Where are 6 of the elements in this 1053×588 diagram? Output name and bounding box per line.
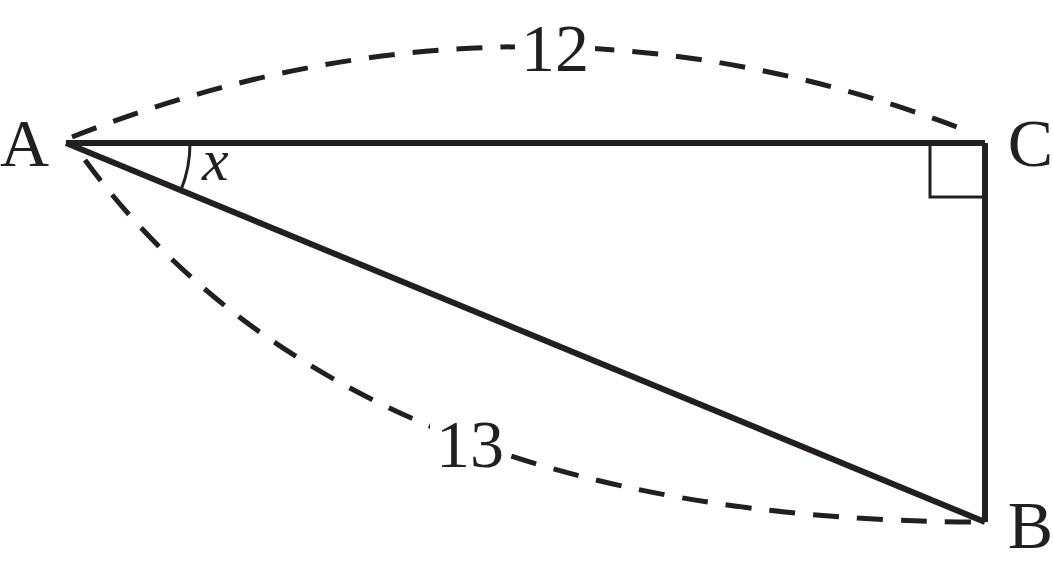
triangle-side: [982, 143, 988, 522]
triangle-side: [66, 140, 985, 146]
vertex-label: C: [985, 110, 1053, 176]
vertex-label: B: [985, 490, 1053, 560]
angle-label: x: [200, 130, 230, 190]
vertex-label: A: [0, 110, 66, 176]
